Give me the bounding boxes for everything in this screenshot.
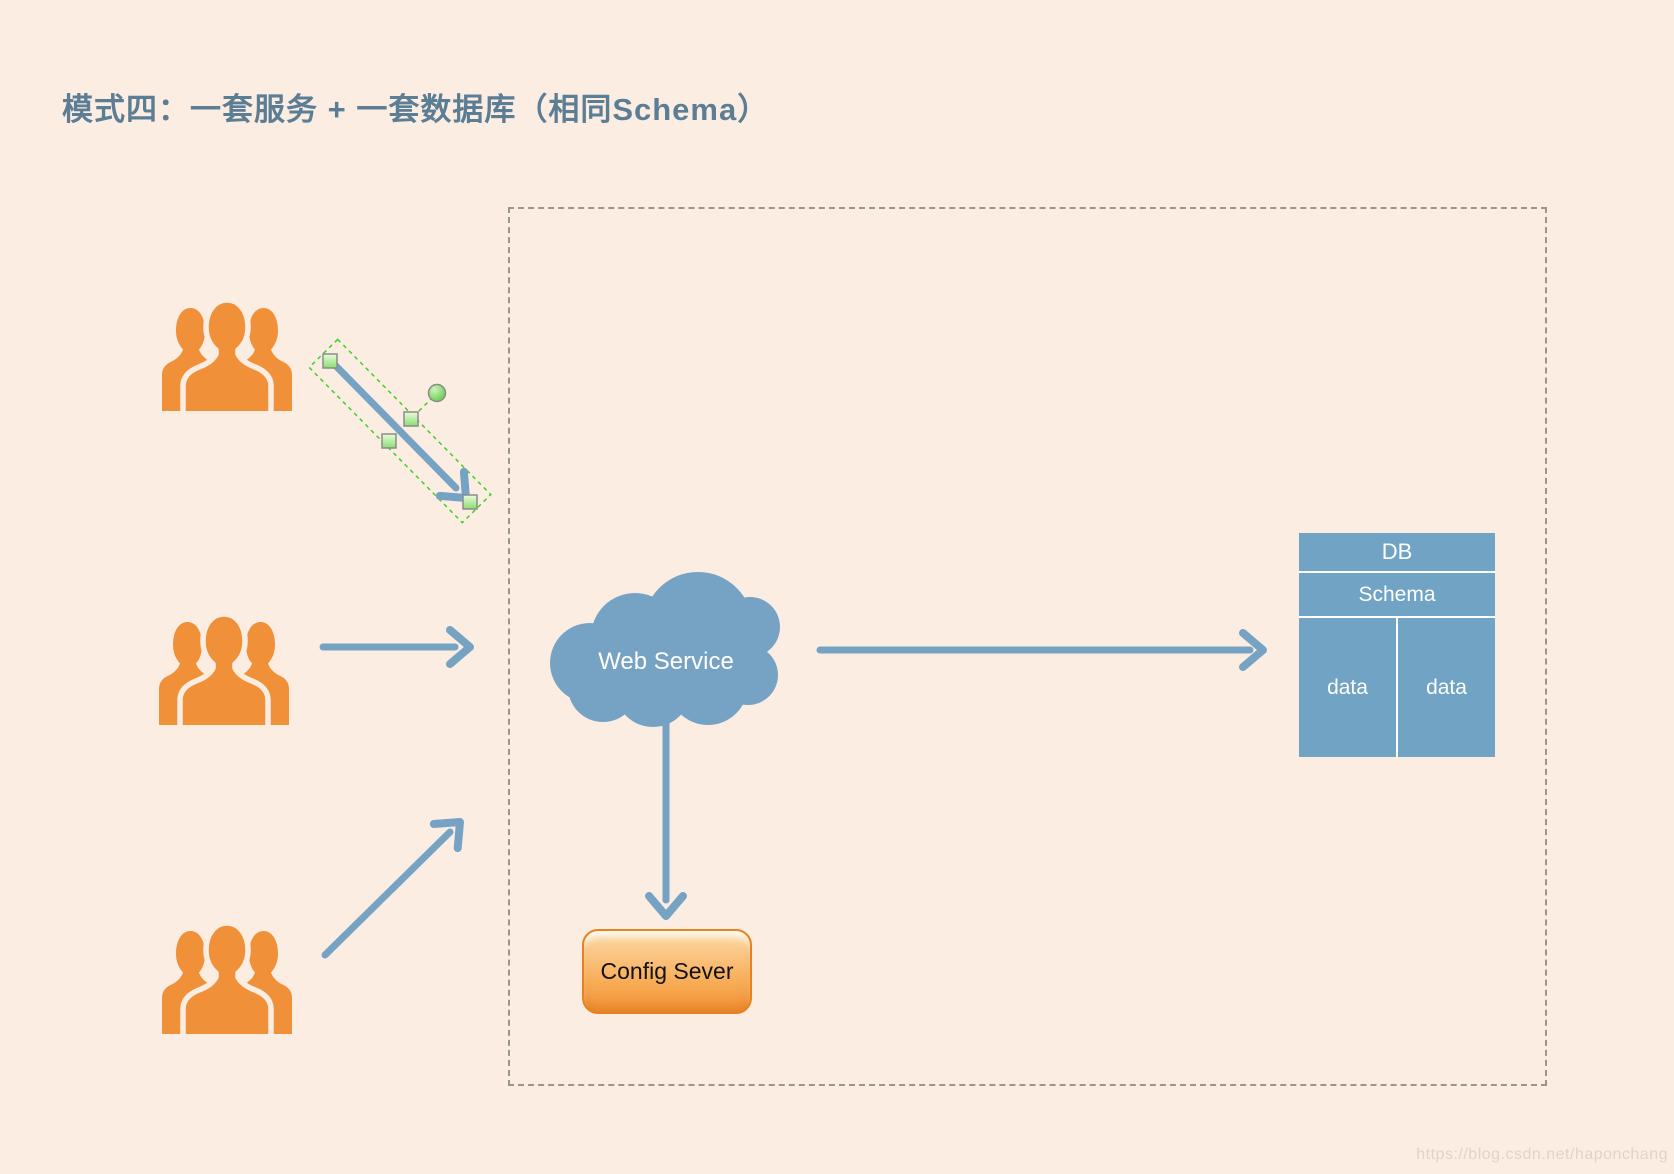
users-group-icon <box>180 297 274 411</box>
config-server-label: Config Sever <box>600 958 734 984</box>
db-schema-cell: Schema <box>1299 573 1495 618</box>
arrowhead-icon <box>645 892 687 920</box>
db-title-label: DB <box>1381 539 1413 564</box>
db-data-label-right: data <box>1426 675 1467 699</box>
user-group-top[interactable] <box>161 287 293 411</box>
watermark: https://blog.csdn.net/haponchang <box>1416 1146 1668 1163</box>
diagram-title: 模式四：一套服务 + 一套数据库（相同Schema） <box>62 92 770 127</box>
webservice-cloud-node[interactable]: Web Service <box>548 565 782 729</box>
user-group-middle[interactable] <box>158 601 290 725</box>
webservice-label: Web Service <box>598 648 734 675</box>
arrow-users-bottom-to-webservice[interactable] <box>321 818 464 959</box>
db-data-cell-right: data <box>1398 618 1495 757</box>
arrow-webservice-to-db[interactable] <box>816 629 1267 671</box>
selected-arrow-users-top-to-webservice[interactable] <box>308 338 492 524</box>
endpoint-handle-end[interactable] <box>462 494 478 510</box>
cloud-icon <box>550 572 780 727</box>
db-data-label-left: data <box>1327 675 1368 699</box>
config-server-node[interactable]: Config Sever <box>582 929 752 1014</box>
db-data-cell-left: data <box>1299 618 1398 757</box>
db-table[interactable]: DB Schema data data <box>1299 533 1495 757</box>
rotation-handle[interactable] <box>427 383 447 403</box>
arrowhead-icon <box>1239 629 1267 671</box>
db-title-cell: DB <box>1299 533 1495 573</box>
users-group-icon <box>180 920 274 1034</box>
db-data-row: data data <box>1299 618 1495 757</box>
service-boundary-box[interactable] <box>508 207 1547 1086</box>
arrowhead-icon <box>446 626 474 668</box>
midpoint-handle-lower[interactable] <box>381 433 397 449</box>
arrow-users-middle-to-webservice[interactable] <box>319 626 474 668</box>
endpoint-handle-start[interactable] <box>322 353 338 369</box>
db-schema-label: Schema <box>1358 582 1436 606</box>
users-group-icon <box>177 611 271 725</box>
arrow-webservice-to-configserver[interactable] <box>645 711 687 920</box>
user-group-bottom[interactable] <box>161 910 293 1034</box>
midpoint-handle-upper[interactable] <box>403 411 419 427</box>
arrowhead-icon <box>429 818 464 853</box>
